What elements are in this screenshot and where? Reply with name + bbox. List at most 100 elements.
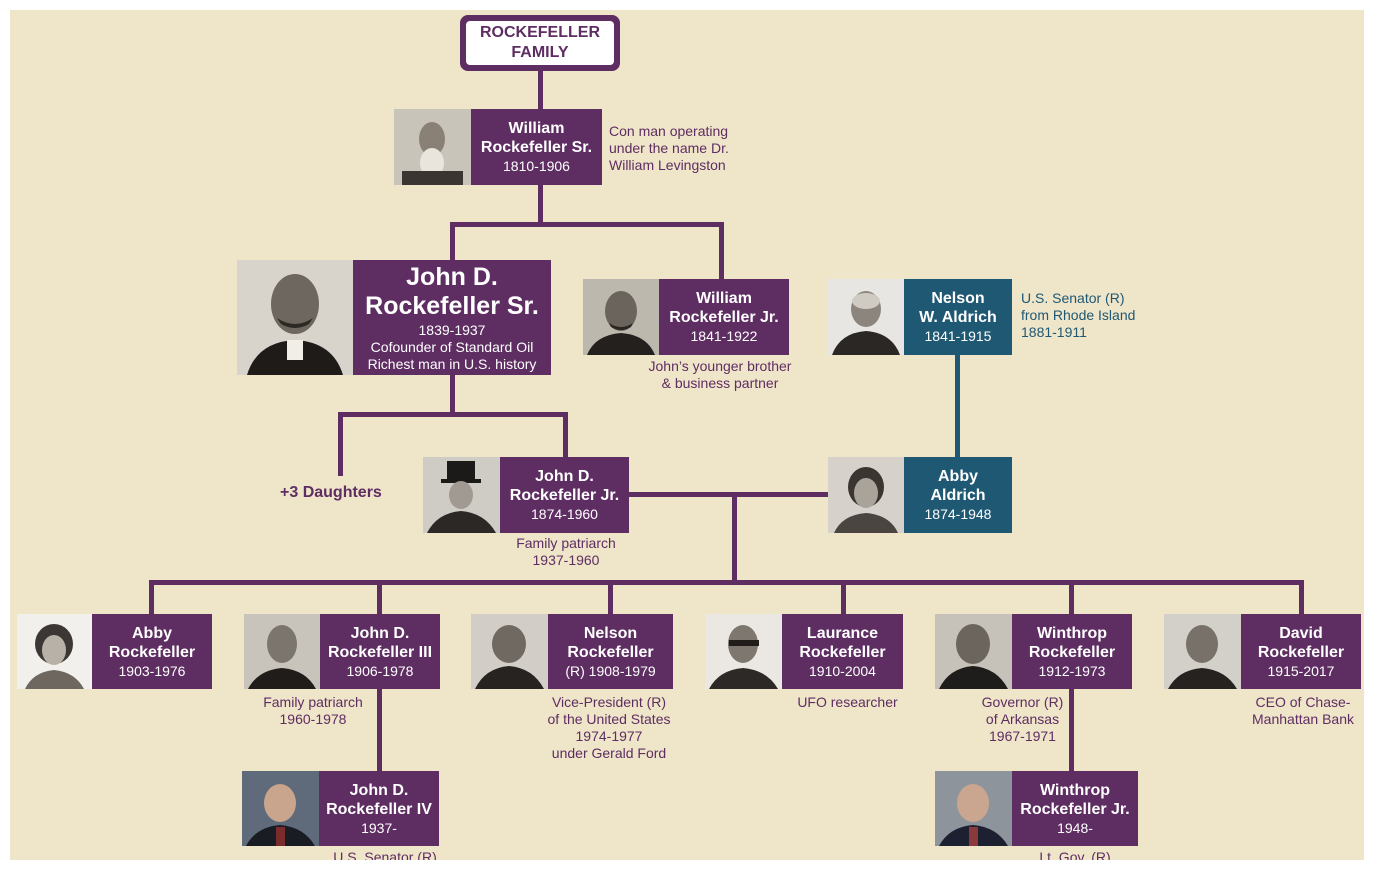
portrait-photo: [471, 614, 548, 689]
person-note: U.S. Senator (R): [333, 849, 437, 860]
person-name: Laurance Rockefeller: [799, 624, 886, 661]
portrait-photo: [17, 614, 92, 689]
portrait-photo: [935, 771, 1012, 846]
connector-line: [149, 580, 1304, 585]
person-card-david-rockefeller: David Rockefeller 1915-2017: [1164, 614, 1361, 689]
person-name: David Rockefeller: [1257, 624, 1345, 661]
person-name: John D. Rockefeller III: [327, 624, 433, 661]
person-note: Con man operating under the name Dr. Wil…: [609, 123, 729, 173]
name-box: John D. Rockefeller Sr. 1839-1937 Cofoun…: [353, 260, 551, 375]
person-years: 1874-1948: [924, 506, 992, 522]
person-card-winthrop-rockefeller-jr: Winthrop Rockefeller Jr. 1948-: [935, 771, 1138, 846]
person-card-abby-rockefeller: Abby Rockefeller 1903-1976: [17, 614, 212, 689]
person-years: (R) 1908-1979: [565, 662, 656, 679]
person-card-william-rockefeller-jr: William Rockefeller Jr. 1841-1922: [583, 279, 789, 355]
portrait-photo: [583, 279, 659, 355]
person-name: William Rockefeller Sr.: [480, 120, 593, 156]
connector-line: [450, 222, 724, 227]
portrait-photo: [394, 109, 471, 185]
connector-line: [450, 222, 455, 262]
family-title-box: ROCKEFELLER FAMILY: [460, 15, 620, 71]
portrait-photo: [242, 771, 319, 846]
person-note: Governor (R) of Arkansas 1967-1971: [981, 694, 1064, 744]
connector-line: [719, 222, 724, 280]
portrait-photo: [828, 457, 904, 533]
name-box: David Rockefeller 1915-2017: [1241, 614, 1361, 689]
person-name: Abby Rockefeller: [108, 624, 196, 661]
person-note: Family patriarch 1960-1978: [263, 694, 363, 727]
connector-line: [1299, 580, 1304, 614]
person-card-nelson-w-aldrich: Nelson W. Aldrich 1841-1915: [828, 279, 1012, 355]
person-years: 1910-2004: [809, 662, 876, 679]
name-box: Abby Aldrich 1874-1948: [904, 457, 1012, 533]
family-tree-diagram: ROCKEFELLER FAMILY William Rockefeller S…: [10, 10, 1364, 860]
portrait-photo: [237, 260, 353, 375]
name-box: John D. Rockefeller IV 1937-: [319, 771, 439, 846]
name-box: Nelson W. Aldrich 1841-1915: [904, 279, 1012, 355]
person-card-john-d-rockefeller-iv: John D. Rockefeller IV 1937-: [242, 771, 439, 846]
person-note: Family patriarch 1937-1960: [516, 535, 616, 568]
connector-line: [377, 689, 382, 771]
connector-line: [338, 412, 568, 417]
connector-line: [629, 492, 829, 497]
connector-line-blue: [955, 355, 960, 458]
connector-line: [377, 580, 382, 614]
name-box: Winthrop Rockefeller 1912-1973: [1012, 614, 1132, 689]
person-card-laurance-rockefeller: Laurance Rockefeller 1910-2004: [705, 614, 903, 689]
person-years: 1915-2017: [1267, 662, 1335, 679]
person-card-winthrop-rockefeller: Winthrop Rockefeller 1912-1973: [935, 614, 1132, 689]
connector-line: [841, 580, 846, 614]
name-box: Winthrop Rockefeller Jr. 1948-: [1012, 771, 1138, 846]
person-name: John D. Rockefeller Sr.: [365, 262, 539, 320]
portrait-photo: [1164, 614, 1241, 689]
connector-line: [538, 185, 543, 225]
person-description: Cofounder of Standard Oil Richest man in…: [367, 338, 537, 372]
connector-line: [1069, 580, 1074, 614]
person-card-william-rockefeller-sr: William Rockefeller Sr. 1810-1906: [394, 109, 602, 185]
connector-line: [732, 492, 737, 584]
name-box: John D. Rockefeller III 1906-1978: [320, 614, 440, 689]
person-years: 1841-1922: [690, 328, 758, 344]
name-box: Laurance Rockefeller 1910-2004: [782, 614, 903, 689]
person-years: 1810-1906: [503, 158, 570, 174]
portrait-photo: [705, 614, 782, 689]
name-box: John D. Rockefeller Jr. 1874-1960: [500, 457, 629, 533]
connector-line: [563, 412, 568, 457]
portrait-photo: [828, 279, 904, 355]
person-card-john-d-rockefeller-jr: John D. Rockefeller Jr. 1874-1960: [423, 457, 629, 533]
person-name: John D. Rockefeller Jr.: [509, 468, 620, 504]
portrait-photo: [244, 614, 320, 689]
person-years: 1912-1973: [1038, 662, 1106, 679]
portrait-photo: [935, 614, 1012, 689]
connector-line: [608, 580, 613, 614]
person-years: 1948-: [1057, 819, 1093, 836]
person-card-nelson-rockefeller: Nelson Rockefeller (R) 1908-1979: [471, 614, 673, 689]
family-title: ROCKEFELLER FAMILY: [466, 21, 614, 65]
person-note: UFO researcher: [797, 694, 898, 710]
person-name: Nelson Rockefeller: [567, 624, 654, 661]
person-card-abby-aldrich: Abby Aldrich 1874-1948: [828, 457, 1012, 533]
person-years: 1874-1960: [531, 506, 598, 522]
person-years: 1906-1978: [346, 662, 414, 679]
connector-line: [149, 580, 154, 614]
person-note: John’s younger brother & business partne…: [648, 358, 792, 391]
person-note: CEO of Chase- Manhattan Bank: [1252, 694, 1354, 727]
person-card-john-d-rockefeller-iii: John D. Rockefeller III 1906-1978: [244, 614, 440, 689]
person-years: 1937-: [361, 819, 397, 836]
person-name: Winthrop Rockefeller: [1028, 624, 1116, 661]
person-years: 1841-1915: [924, 328, 992, 344]
person-name: Nelson W. Aldrich: [919, 290, 997, 326]
person-name: Abby Aldrich: [930, 468, 986, 504]
connector-line: [1069, 689, 1074, 771]
connector-line: [538, 71, 543, 111]
daughters-label: +3 Daughters: [280, 484, 382, 501]
name-box: Nelson Rockefeller (R) 1908-1979: [548, 614, 673, 689]
person-name: John D. Rockefeller IV: [326, 781, 432, 818]
person-card-john-d-rockefeller-sr: John D. Rockefeller Sr. 1839-1937 Cofoun…: [237, 260, 551, 375]
person-note: Lt. Gov. (R): [1039, 849, 1111, 860]
connector-line: [338, 412, 343, 476]
person-name: William Rockefeller Jr.: [669, 290, 779, 326]
person-years: 1903-1976: [118, 662, 186, 679]
person-note: Vice-President (R) of the United States …: [547, 694, 671, 761]
name-box: William Rockefeller Sr. 1810-1906: [471, 109, 602, 185]
